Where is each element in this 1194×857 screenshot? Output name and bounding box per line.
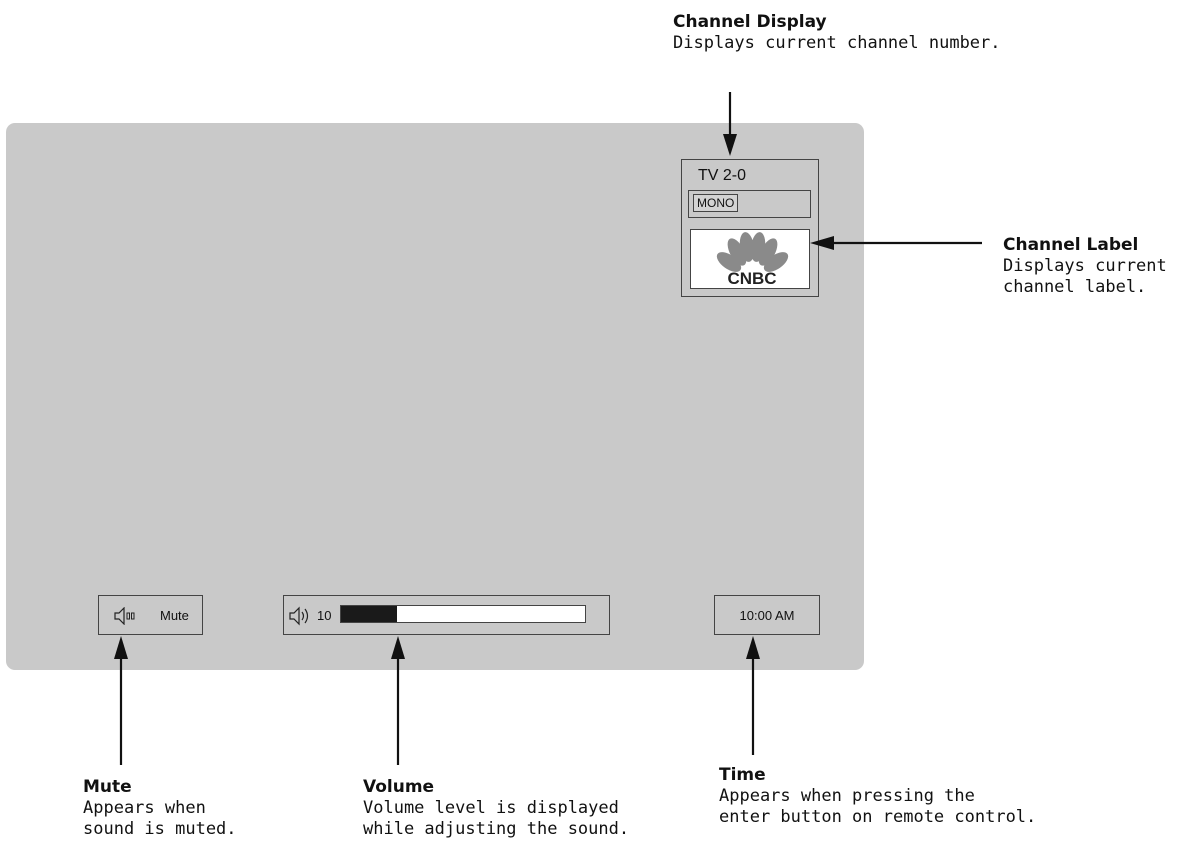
- arrow-channel-label: [810, 236, 982, 250]
- channel-number: TV 2-0: [698, 167, 747, 184]
- arrow-volume: [391, 636, 405, 765]
- arrow-channel-display: [723, 92, 737, 156]
- callout-desc: enter button on remote control.: [719, 807, 1037, 827]
- callout-title: Channel Display: [673, 12, 827, 32]
- time-indicator: 10:00 AM: [714, 595, 820, 635]
- callout-desc: Displays current: [1003, 256, 1167, 276]
- audio-mode-label: MONO: [693, 194, 739, 212]
- callout-time: Time Appears when pressing the enter but…: [719, 765, 1036, 828]
- callout-desc: channel label.: [1003, 277, 1147, 297]
- callout-channel-label: Channel Label Displays current channel l…: [1003, 235, 1167, 298]
- speaker-volume-icon: [289, 606, 309, 626]
- arrow-time: [746, 636, 760, 755]
- mute-indicator: Mute: [98, 595, 203, 635]
- callout-desc: Appears when pressing the: [719, 786, 975, 806]
- volume-bar-fill: [341, 606, 398, 622]
- speaker-muted-icon: [114, 607, 135, 625]
- callout-channel-display: Channel Display Displays current channel…: [673, 12, 1001, 54]
- callout-desc: Appears when: [83, 798, 206, 818]
- callout-title: Volume: [363, 777, 435, 797]
- callout-desc: Displays current channel number.: [673, 33, 1001, 53]
- callout-volume: Volume Volume level is displayed while a…: [363, 777, 629, 840]
- time-label: 10:00 AM: [739, 608, 795, 623]
- channel-logo: CNBC: [690, 229, 810, 289]
- audio-mode-row: MONO: [688, 190, 811, 218]
- peacock-logo-icon: CNBC: [716, 232, 789, 288]
- channel-display-box: TV 2-0 MONO CNBC: [681, 159, 819, 297]
- volume-indicator: 10: [283, 595, 610, 635]
- mute-label: Mute: [160, 608, 189, 623]
- arrow-mute: [114, 636, 128, 765]
- callout-title: Mute: [83, 777, 132, 797]
- volume-value: 10: [317, 608, 332, 623]
- callout-title: Channel Label: [1003, 235, 1139, 255]
- callout-desc: Volume level is displayed: [363, 798, 619, 818]
- logo-text: CNBC: [727, 269, 776, 288]
- callout-desc: sound is muted.: [83, 819, 237, 839]
- callout-title: Time: [719, 765, 766, 785]
- volume-bar: [340, 605, 586, 623]
- callout-mute: Mute Appears when sound is muted.: [83, 777, 237, 840]
- callout-desc: while adjusting the sound.: [363, 819, 630, 839]
